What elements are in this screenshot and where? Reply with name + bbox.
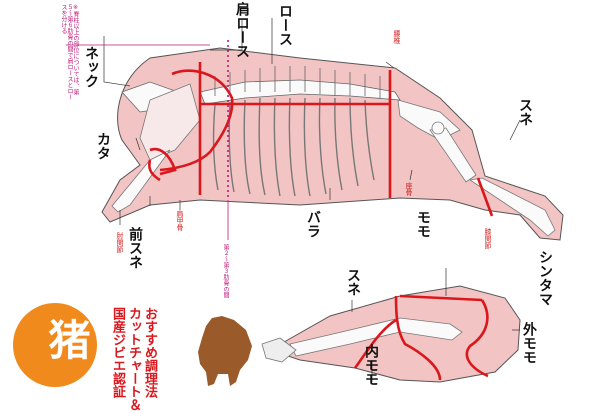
hip-joint <box>431 121 445 135</box>
label-bara: バラ <box>305 210 321 238</box>
label-neck: ネック <box>83 46 99 88</box>
label-shintama: シンタマ <box>537 250 553 306</box>
label-kenkotsu: 肩甲骨 <box>176 210 184 231</box>
side-note: ※脊柱以上の部位については、第５〜第６肋骨の間で肩ロースとロースを分ける <box>60 4 79 100</box>
label-kata: カタ <box>95 132 111 160</box>
label-sune-top: スネ <box>517 98 533 126</box>
logo-character: 猪 <box>42 318 91 360</box>
rib-note: 第２〜第３肋骨の間 <box>222 244 229 298</box>
hoof <box>261 337 297 363</box>
label-yotsui: 腰椎 <box>393 30 401 44</box>
boar-silhouette-icon <box>198 316 252 386</box>
label-chuukotsu: 肘関節 <box>116 232 124 253</box>
label-uchi-momo: 内モモ <box>363 344 379 386</box>
label-rosu: ロース <box>277 4 293 46</box>
label-momo: モモ <box>415 210 431 238</box>
tibia-bone <box>468 177 556 237</box>
scapula-bone <box>139 83 201 161</box>
ribs <box>212 97 375 197</box>
label-sune-bottom: スネ <box>345 268 361 296</box>
leader-lines-lower <box>351 268 520 382</box>
label-zakotsu: 座骨 <box>405 182 413 196</box>
label-soto-momo: 外モモ <box>521 322 537 364</box>
logo-circle <box>13 303 97 387</box>
label-shitsu: 膝関節 <box>484 228 492 249</box>
label-kata-rosu: 肩ロース <box>234 2 250 58</box>
title-line-3: おすすめ調理法 <box>142 307 157 398</box>
title-line-2: カットチャート＆ <box>126 307 141 411</box>
leader-lines <box>103 18 521 225</box>
label-mae-sune: 前スネ <box>127 227 143 269</box>
title-line-1: 国産ジビエ認証 <box>110 307 125 398</box>
foreleg-bone <box>111 149 171 213</box>
cut-lines-lower <box>353 294 489 381</box>
